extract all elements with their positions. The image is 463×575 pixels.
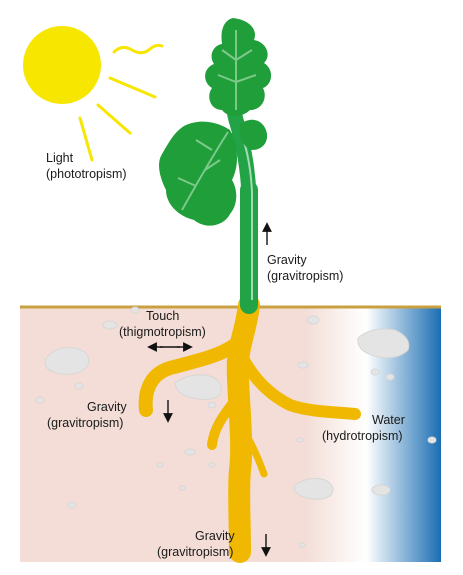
light-sublabel: (phototropism) [46,167,127,181]
leaf-top [205,18,272,116]
touch-label: Touch [146,309,179,323]
sun-rays [78,76,157,162]
water-sublabel: (hydrotropism) [322,429,403,443]
gravity-root-label: Gravity [87,400,127,414]
sun-icon [23,26,101,104]
light-wave [112,43,164,55]
pebbles [35,302,437,548]
leaf-small [239,119,268,150]
gravity-bottom-label: Gravity [195,529,235,543]
gravity-bottom-sublabel: (gravitropism) [157,545,233,559]
touch-sublabel: (thigmotropism) [119,325,206,339]
gravity-shoot-sublabel: (gravitropism) [267,269,343,283]
light-label: Light [46,151,74,165]
roots [138,294,361,563]
leaf-left-vein [177,131,229,211]
gravity-shoot-label: Gravity [267,253,307,267]
gravity-root-sublabel: (gravitropism) [47,416,123,430]
water-label: Water [372,413,405,427]
leaf-top-vein [217,30,257,110]
